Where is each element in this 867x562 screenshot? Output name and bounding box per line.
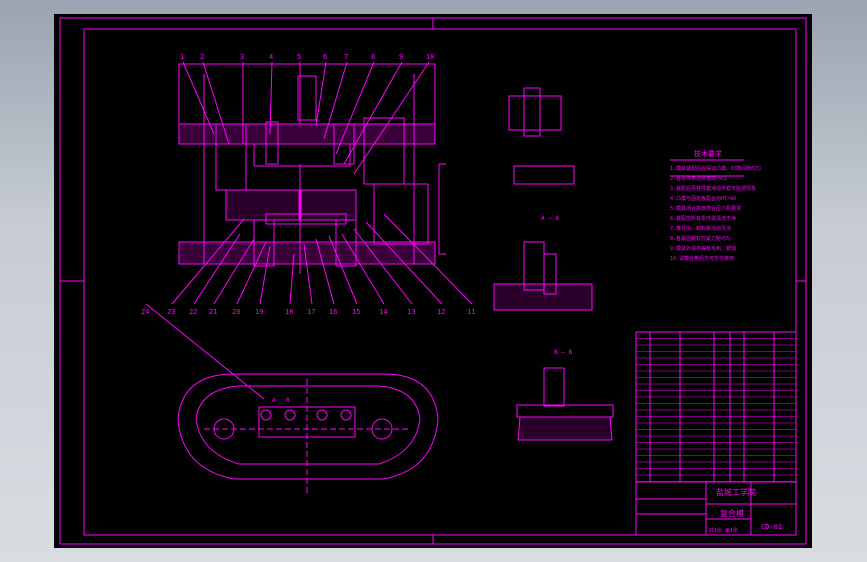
- balloon-label-top: 3: [240, 53, 244, 61]
- balloon-label-top: 9: [399, 53, 403, 61]
- tech-requirements-title: 技术要求: [694, 149, 722, 158]
- balloon-label-bottom: 18: [285, 308, 293, 316]
- tech-requirement-line: 2.各零件未注倒角均为C1: [670, 175, 727, 182]
- section-bb-title: B — B: [554, 349, 572, 356]
- tech-requirement-line: 8.各紧固螺钉拧紧力矩均匀: [670, 235, 731, 242]
- balloon-label-top: 8: [371, 53, 375, 61]
- title-drawing-no: CD-01: [761, 523, 782, 531]
- balloon-labels-top: 1 2 3 4 5 6 7 8 9 10: [180, 53, 434, 61]
- balloon-label-bottom: 12: [437, 308, 445, 316]
- tech-requirement-line: 7.推件块、卸料板活动灵活: [670, 225, 731, 232]
- title-block: [635, 481, 797, 536]
- tech-requirement-line: 4.凸模与固定板配合为H7/m6: [670, 195, 736, 202]
- balloon-label-bottom: 21: [209, 308, 217, 316]
- balloon-label-bottom: 13: [407, 308, 415, 316]
- tech-requirement-line: 5.模具闭合高度符合压力机要求: [670, 205, 741, 212]
- tech-requirement-line: 9.模具外观不得有毛刺、锈蚀: [670, 245, 736, 252]
- bill-of-materials: [635, 331, 797, 483]
- title-drawing-name: 复合模: [720, 508, 744, 518]
- balloon-label-top: 4: [269, 53, 273, 61]
- balloon-label-top: 6: [323, 53, 327, 61]
- balloon-label-bottom: 16: [329, 308, 337, 316]
- outer-frame: [59, 17, 807, 545]
- plan-view: [177, 373, 439, 494]
- tech-requirement-line: 6.装配前所有零件需清洗干净: [670, 215, 736, 222]
- plan-label-b: B: [286, 397, 290, 404]
- balloon-label-bottom: 14: [379, 308, 387, 316]
- balloon-label-bottom: 11: [467, 308, 475, 316]
- balloon-label-top: 2: [200, 53, 204, 61]
- title-scale-row: 共1张 第1张: [709, 527, 738, 534]
- tech-requirements-lines: 1.模具装配后应保证凸模、凹模间隙均匀 2.各零件未注倒角均为C1 3.装配后导柱导…: [670, 165, 761, 262]
- inner-frame: [83, 28, 797, 536]
- balloon-label-bottom: 24: [141, 308, 149, 316]
- balloon-label-top: 7: [344, 53, 348, 61]
- tech-requirement-line: 3.装配后导柱导套滑动平稳无阻滞现象: [670, 185, 756, 192]
- balloon-label-bottom: 15: [352, 308, 360, 316]
- plan-label-a: A: [272, 397, 276, 404]
- assembly-front-view: [178, 63, 446, 274]
- balloon-labels-bottom: 24 23 22 21 20 19 18 17 16 15 14 13 12 11: [141, 308, 475, 316]
- tech-requirement-line: 1.模具装配后应保证凸模、凹模间隙均匀: [670, 165, 761, 172]
- tech-requirement-line: 10.试模合格后方可交付使用: [670, 255, 734, 262]
- balloon-label-bottom: 17: [307, 308, 315, 316]
- balloon-label-bottom: 20: [232, 308, 240, 316]
- title-school: 盐城工学院: [716, 487, 756, 497]
- balloon-label-top: 10: [426, 53, 434, 61]
- detail-views: [493, 87, 614, 441]
- balloon-label-top: 1: [180, 53, 184, 61]
- bom-rows: [636, 338, 796, 482]
- section-aa-title: A — A: [541, 215, 559, 222]
- balloon-label-bottom: 19: [255, 308, 263, 316]
- leader-lines: [145, 61, 473, 400]
- balloon-label-bottom: 23: [167, 308, 175, 316]
- balloon-label-bottom: 22: [189, 308, 197, 316]
- tech-requirement-lines: [670, 159, 744, 177]
- balloon-label-top: 5: [297, 53, 301, 61]
